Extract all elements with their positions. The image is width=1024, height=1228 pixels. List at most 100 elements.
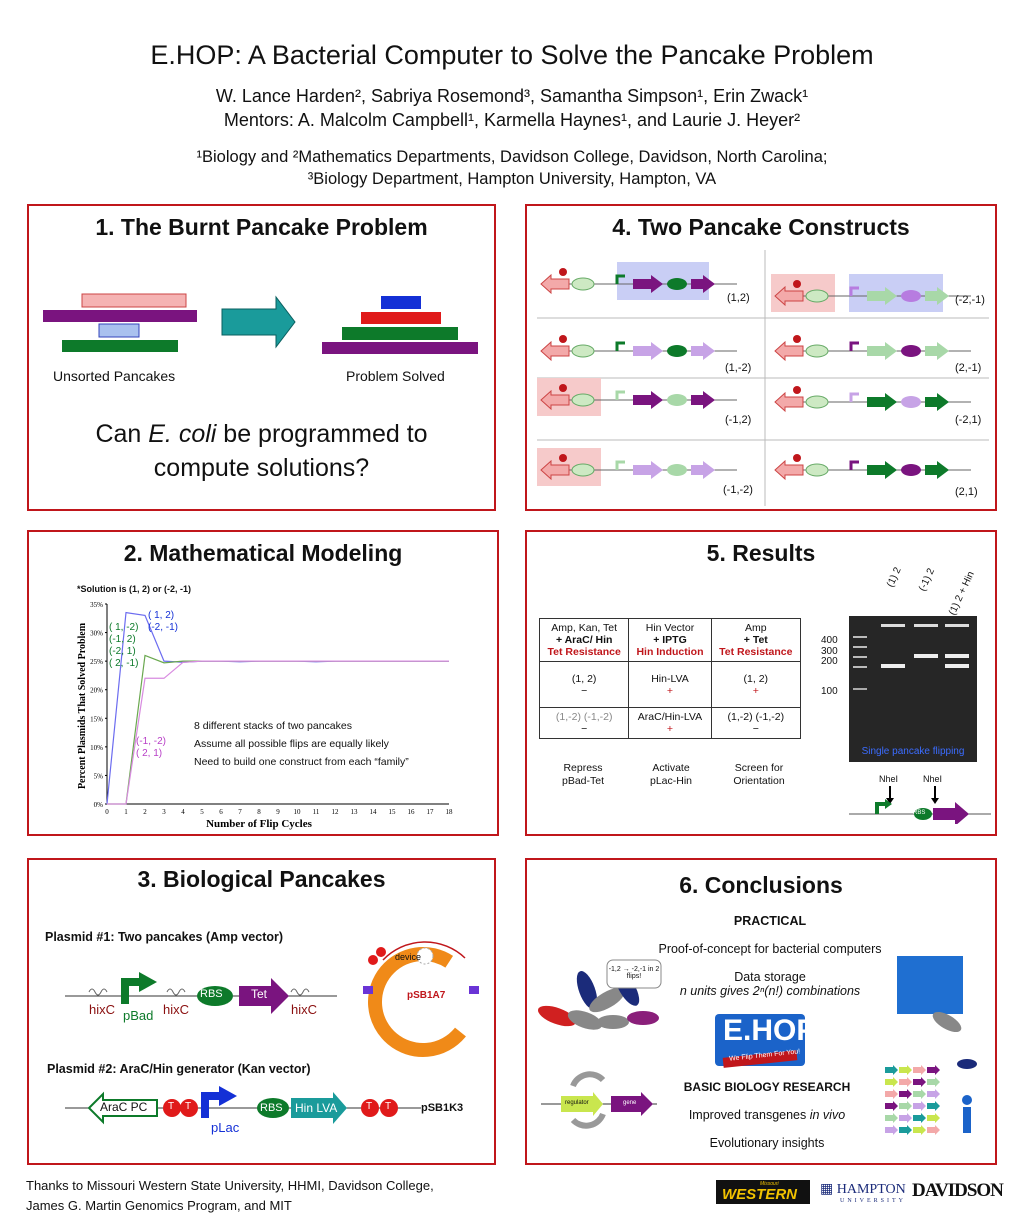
terminator-icon bbox=[793, 280, 801, 288]
arac-arrow bbox=[540, 459, 570, 481]
nhel-label-1: NheI bbox=[879, 774, 899, 784]
arac-arrow bbox=[774, 391, 804, 413]
y-tick-label: 0% bbox=[94, 801, 104, 809]
rbs-oval bbox=[571, 344, 595, 358]
chart-ylabel: Percent Plasmids That Solved Problem bbox=[77, 622, 88, 789]
promoter-icon bbox=[615, 390, 625, 400]
mini-arrow bbox=[899, 1065, 912, 1075]
mwsu-logo-text: WESTERN bbox=[722, 1186, 797, 1203]
rbs-oval-2 bbox=[667, 464, 687, 476]
gene-arrow bbox=[633, 342, 663, 360]
gene-arrow bbox=[867, 287, 897, 305]
mini-arrow bbox=[899, 1101, 912, 1111]
question-line-2: compute solutions? bbox=[153, 454, 370, 482]
gene-arrow-2 bbox=[925, 342, 949, 360]
affiliations: ¹Biology and ²Mathematics Departments, D… bbox=[0, 146, 1024, 190]
terminator-icon bbox=[793, 454, 801, 462]
gene-label: gene bbox=[623, 1100, 637, 1106]
table-cell: Hin-LVA+ bbox=[628, 661, 712, 708]
flip-construct bbox=[849, 786, 991, 824]
x-tick-label: 3 bbox=[162, 808, 166, 816]
x-tick-label: 18 bbox=[446, 808, 454, 816]
panel-burnt-pancake: 1. The Burnt Pancake Problem Unsorted Pa… bbox=[27, 204, 496, 511]
regulator-label: regulator bbox=[565, 1100, 589, 1106]
terminator-icon bbox=[793, 335, 801, 343]
pancake-blue bbox=[381, 296, 421, 309]
solution-note: *Solution is (1, 2) or (-2, -1) bbox=[77, 584, 192, 594]
promoter-icon bbox=[849, 341, 859, 351]
legend-green-4: ( 2, -1) bbox=[109, 658, 139, 669]
legend-purple: (-1, -2) ( 2, 1) bbox=[136, 736, 166, 760]
davidson-logo: DAVIDSON bbox=[912, 1180, 1004, 1201]
plasmid-diagrams bbox=[65, 941, 479, 1125]
mini-arrow bbox=[885, 1125, 898, 1135]
x-tick-label: 0 bbox=[105, 808, 109, 816]
rbs-label: RBS bbox=[200, 988, 223, 1000]
x-tick-label: 1 bbox=[124, 808, 128, 816]
psb1k3-label: pSB1K3 bbox=[421, 1102, 464, 1114]
terminator-icon bbox=[793, 386, 801, 394]
arac-arrow bbox=[774, 459, 804, 481]
construct-label-6: (-2,1) bbox=[955, 414, 982, 426]
pancake-purple bbox=[43, 310, 197, 322]
x-tick-label: 11 bbox=[313, 808, 320, 816]
construct-label-7: (-1,-2) bbox=[723, 484, 753, 496]
arrow-icon bbox=[221, 295, 296, 349]
poster-title: E.HOP: A Bacterial Computer to Solve the… bbox=[150, 40, 874, 70]
mini-arrow bbox=[913, 1101, 926, 1111]
nhel-label-2: NheI bbox=[923, 774, 943, 784]
panel-math-modeling: 2. Mathematical Modeling *Solution is (1… bbox=[27, 530, 499, 836]
pancake-pink bbox=[81, 293, 187, 308]
panel5-title: 5. Results bbox=[706, 540, 816, 566]
device-label: device bbox=[395, 952, 422, 962]
hinlva-label: Hin LVA bbox=[295, 1101, 338, 1115]
x-tick-label: 6 bbox=[219, 808, 223, 816]
gene-arrow-2 bbox=[691, 342, 715, 360]
rbs-oval-2 bbox=[667, 278, 687, 290]
practical-heading: PRACTICAL bbox=[733, 914, 807, 928]
mini-arrow bbox=[927, 1101, 940, 1111]
construct-label-4: (2,-1) bbox=[955, 362, 982, 374]
mini-arrow bbox=[927, 1077, 940, 1087]
rbs-oval-2 bbox=[667, 345, 687, 357]
table-row: (1,-2) (-1,-2)− AraC/Hin-LVA+ (1,-2) (-1… bbox=[538, 707, 802, 739]
promoter-icon bbox=[849, 286, 859, 296]
pancake-purple-2 bbox=[322, 342, 478, 354]
conclusion-art bbox=[538, 956, 977, 1135]
gene-arrow bbox=[867, 461, 897, 479]
question: Can E. coli be programmed to compute sol… bbox=[29, 417, 494, 485]
bubble-text: -1,2 → -2,-1 in 2 flips! bbox=[608, 966, 660, 980]
rbs-oval bbox=[805, 344, 829, 358]
ehop-logo: E.HOP bbox=[723, 1014, 817, 1047]
legend-green-2: (-1, 2) bbox=[109, 634, 136, 645]
x-tick-label: 8 bbox=[257, 808, 261, 816]
mini-arrow bbox=[913, 1077, 926, 1087]
t-label-3: T bbox=[366, 1101, 373, 1112]
rbs-oval bbox=[805, 289, 829, 303]
storage-text: Data storage bbox=[734, 970, 806, 984]
label-unsorted: Unsorted Pancakes bbox=[53, 368, 176, 384]
x-tick-label: 13 bbox=[351, 808, 359, 816]
y-tick-label: 25% bbox=[90, 658, 103, 666]
pancake-illustration bbox=[43, 293, 478, 354]
construct-label-1: (1,2) bbox=[727, 292, 750, 304]
promoter-icon bbox=[849, 460, 859, 470]
pbad-label: pBad bbox=[123, 1008, 154, 1023]
mini-arrow bbox=[927, 1065, 940, 1075]
rbs-oval bbox=[571, 277, 595, 291]
t-label-2: T bbox=[185, 1101, 192, 1112]
table-cell: (1, 2)− bbox=[538, 661, 630, 708]
panel-biological: 3. Biological Pancakes Plasmid #1: Two p… bbox=[27, 858, 496, 1165]
q-pre: Can bbox=[95, 420, 149, 448]
series-line bbox=[106, 611, 449, 805]
gene-arrow bbox=[867, 342, 897, 360]
x-tick-label: 5 bbox=[200, 808, 204, 816]
gene-arrow-2 bbox=[691, 391, 715, 409]
rbs-oval bbox=[805, 395, 829, 409]
